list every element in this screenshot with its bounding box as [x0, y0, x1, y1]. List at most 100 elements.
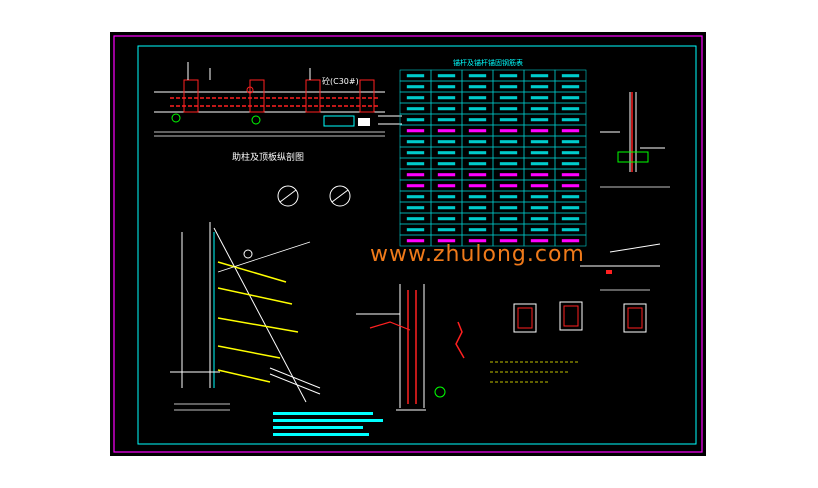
table-cell-text [437, 129, 456, 133]
table-cell-text [499, 140, 518, 144]
table-cell-text [561, 228, 580, 232]
table-cell-text [468, 184, 487, 188]
table-cell-text [406, 74, 425, 78]
table-cell-text [561, 129, 580, 133]
table-cell-text [561, 74, 580, 78]
rebar-table: 锚杆及锚杆锚固钢筋表 [399, 58, 587, 247]
table-cell-text [437, 239, 456, 243]
table-cell-text [499, 173, 518, 177]
table-cell-text [437, 195, 456, 199]
table-cell-text [499, 228, 518, 232]
table-cell-text [437, 184, 456, 188]
right-detail [580, 92, 670, 291]
concrete-label: 砼(C30#) [322, 76, 359, 86]
table-cell-text [468, 173, 487, 177]
table-cell-text [468, 107, 487, 111]
table-cell-text [406, 217, 425, 221]
table-cell-text [561, 206, 580, 210]
table-cell-text [530, 206, 549, 210]
table-cell-text [499, 107, 518, 111]
table-cell-text [499, 118, 518, 122]
center-column [356, 284, 446, 411]
table-cell-text [530, 118, 549, 122]
table-cell-text [561, 173, 580, 177]
table-cell-text [561, 162, 580, 166]
table-cell-text [530, 217, 549, 221]
table-cell-text [437, 173, 456, 177]
table-cell-text [406, 239, 425, 243]
table-cell-text [499, 217, 518, 221]
table-title: 锚杆及锚杆锚固钢筋表 [453, 58, 523, 67]
outer-frame [113, 35, 703, 453]
table-cell-text [437, 228, 456, 232]
table-cell-text [406, 118, 425, 122]
table-cell-text [561, 118, 580, 122]
table-cell-text [499, 151, 518, 155]
table-cell-text [406, 85, 425, 89]
table-cell-text [437, 140, 456, 144]
table-cell-text [530, 184, 549, 188]
detail-circles [277, 185, 351, 207]
table-cell-text [406, 140, 425, 144]
table-cell-text [437, 217, 456, 221]
table-cell-text [468, 74, 487, 78]
slope-section [170, 222, 321, 411]
table-cell-text [561, 217, 580, 221]
table-cell-text [530, 140, 549, 144]
table-cell-text [406, 107, 425, 111]
table-cell-text [406, 151, 425, 155]
table-cell-text [530, 228, 549, 232]
table-cell-text [437, 85, 456, 89]
table-cell-text [499, 162, 518, 166]
table-cell-text [499, 74, 518, 78]
table-cell-text [499, 129, 518, 133]
table-cell-text [530, 96, 549, 100]
table-cell-text [561, 96, 580, 100]
cad-drawing: 砼(C30#) 助柱及顶板纵剖图 锚杆及锚杆锚固钢筋表 [113, 35, 703, 453]
table-cell-text [406, 184, 425, 188]
table-cell-text [561, 151, 580, 155]
table-cell-text [530, 129, 549, 133]
table-cell-text [499, 96, 518, 100]
table-cell-text [468, 96, 487, 100]
table-cell-text [499, 184, 518, 188]
table-cell-text [530, 162, 549, 166]
bottom-bars [273, 412, 383, 436]
table-cell-text [530, 74, 549, 78]
table-cell-text [499, 206, 518, 210]
table-cell-text [468, 239, 487, 243]
section-title: 助柱及顶板纵剖图 [232, 151, 304, 163]
table-cell-text [437, 74, 456, 78]
table-cell-text [468, 162, 487, 166]
table-cell [554, 234, 587, 247]
table-cell-text [406, 195, 425, 199]
table-cell-text [561, 195, 580, 199]
table-cell-text [499, 195, 518, 199]
table-cell-text [437, 107, 456, 111]
table-cell-text [530, 239, 549, 243]
table-cell-text [561, 85, 580, 89]
cad-drawing-canvas: 砼(C30#) 助柱及顶板纵剖图 锚杆及锚杆锚固钢筋表 [110, 32, 706, 456]
table-cell-text [530, 151, 549, 155]
table-cell-text [561, 140, 580, 144]
beam-elevation: 砼(C30#) 助柱及顶板纵剖图 [154, 62, 402, 163]
inner-frame [137, 45, 697, 445]
table-cell-text [406, 96, 425, 100]
table-cell-text [561, 184, 580, 188]
table-cell-text [468, 217, 487, 221]
table-cell-text [437, 162, 456, 166]
table-cell-text [437, 96, 456, 100]
table-cell-text [406, 173, 425, 177]
table-cell-text [468, 85, 487, 89]
table-cell-text [406, 228, 425, 232]
table-cell-text [530, 173, 549, 177]
table-cell-text [468, 118, 487, 122]
table-cell-text [499, 85, 518, 89]
table-cell-text [468, 206, 487, 210]
table-cell-text [406, 162, 425, 166]
table-cell-text [530, 195, 549, 199]
table-cell-text [468, 228, 487, 232]
table-cell-text [406, 129, 425, 133]
table-cell-text [468, 129, 487, 133]
table-cell-text [468, 151, 487, 155]
